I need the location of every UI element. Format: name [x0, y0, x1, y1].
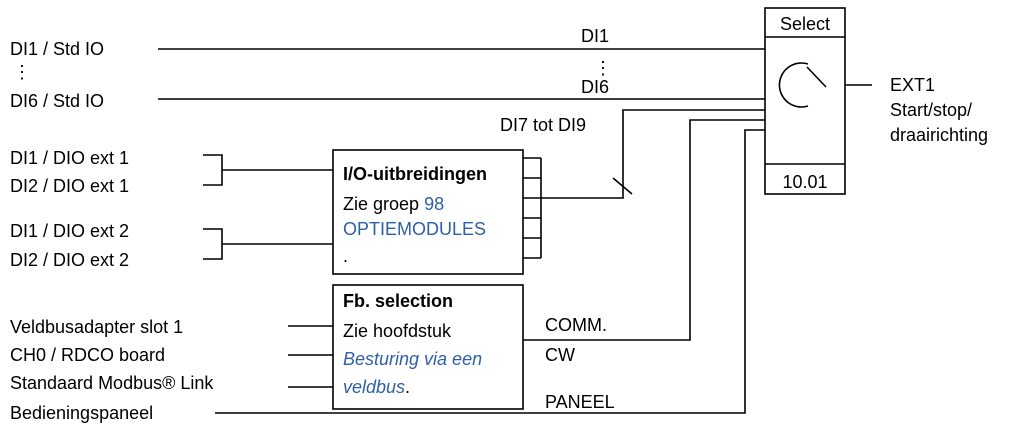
fieldbus-selection-box: [332, 284, 524, 410]
io-extension-box: [332, 149, 524, 275]
output-name: EXT1: [890, 75, 935, 95]
signal-cw: CW: [545, 345, 575, 365]
input-di2-ext2: DI2 / DIO ext 2: [10, 250, 129, 270]
fb-box-chapter-line1: Besturing via een: [343, 349, 482, 369]
signal-paneel: PANEEL: [545, 392, 615, 412]
selector-header: Select: [780, 14, 830, 34]
input-vdots: ⋮: [13, 62, 31, 82]
bracket-ext1: [203, 154, 223, 186]
signal-di6: DI6: [581, 77, 609, 97]
bracket-ext2: [203, 228, 223, 260]
wire-comm: [523, 119, 765, 341]
signal-di7-di9: DI7 tot DI9: [500, 115, 586, 135]
wire-di7-di9: [541, 109, 765, 199]
input-panel: Bedieningspaneel: [10, 403, 153, 423]
io-box-period: .: [343, 246, 348, 266]
io-box-output-ticks: [523, 157, 542, 259]
input-di1-ext1: DI1 / DIO ext 1: [10, 148, 129, 168]
input-fieldbus-slot1: Veldbusadapter slot 1: [10, 317, 183, 337]
switch-arc-icon: [778, 62, 809, 108]
input-ch0-rdco: CH0 / RDCO board: [10, 345, 165, 365]
fb-box-ref: Zie hoofdstuk: [343, 321, 452, 341]
input-modbus-link: Standaard Modbus® Link: [10, 373, 214, 393]
signal-dots: ⋮: [594, 58, 612, 78]
selector-block: [764, 7, 846, 195]
io-box-title: I/O-uitbreidingen: [343, 164, 487, 184]
input-di2-ext1: DI2 / DIO ext 1: [10, 176, 129, 196]
io-box-group-name: OPTIEMODULES: [343, 219, 486, 239]
fb-box-title: Fb. selection: [343, 291, 453, 311]
output-desc-line2: draairichting: [890, 125, 988, 145]
wire-panel: [215, 129, 765, 414]
output-desc-line1: Start/stop/: [890, 100, 972, 120]
selector-parameter: 10.01: [782, 172, 827, 192]
input-di1-std: DI1 / Std IO: [10, 39, 104, 59]
input-di1-ext2: DI1 / DIO ext 2: [10, 221, 129, 241]
input-di6-std: DI6 / Std IO: [10, 91, 104, 111]
bus-slash: [612, 177, 633, 195]
io-box-ref: Zie groep 98: [343, 194, 444, 214]
signal-comm: COMM.: [545, 315, 607, 335]
switch-pointer-icon: [806, 66, 827, 88]
signal-di1: DI1: [581, 26, 609, 46]
fb-box-chapter-line2: veldbus.: [343, 377, 410, 397]
